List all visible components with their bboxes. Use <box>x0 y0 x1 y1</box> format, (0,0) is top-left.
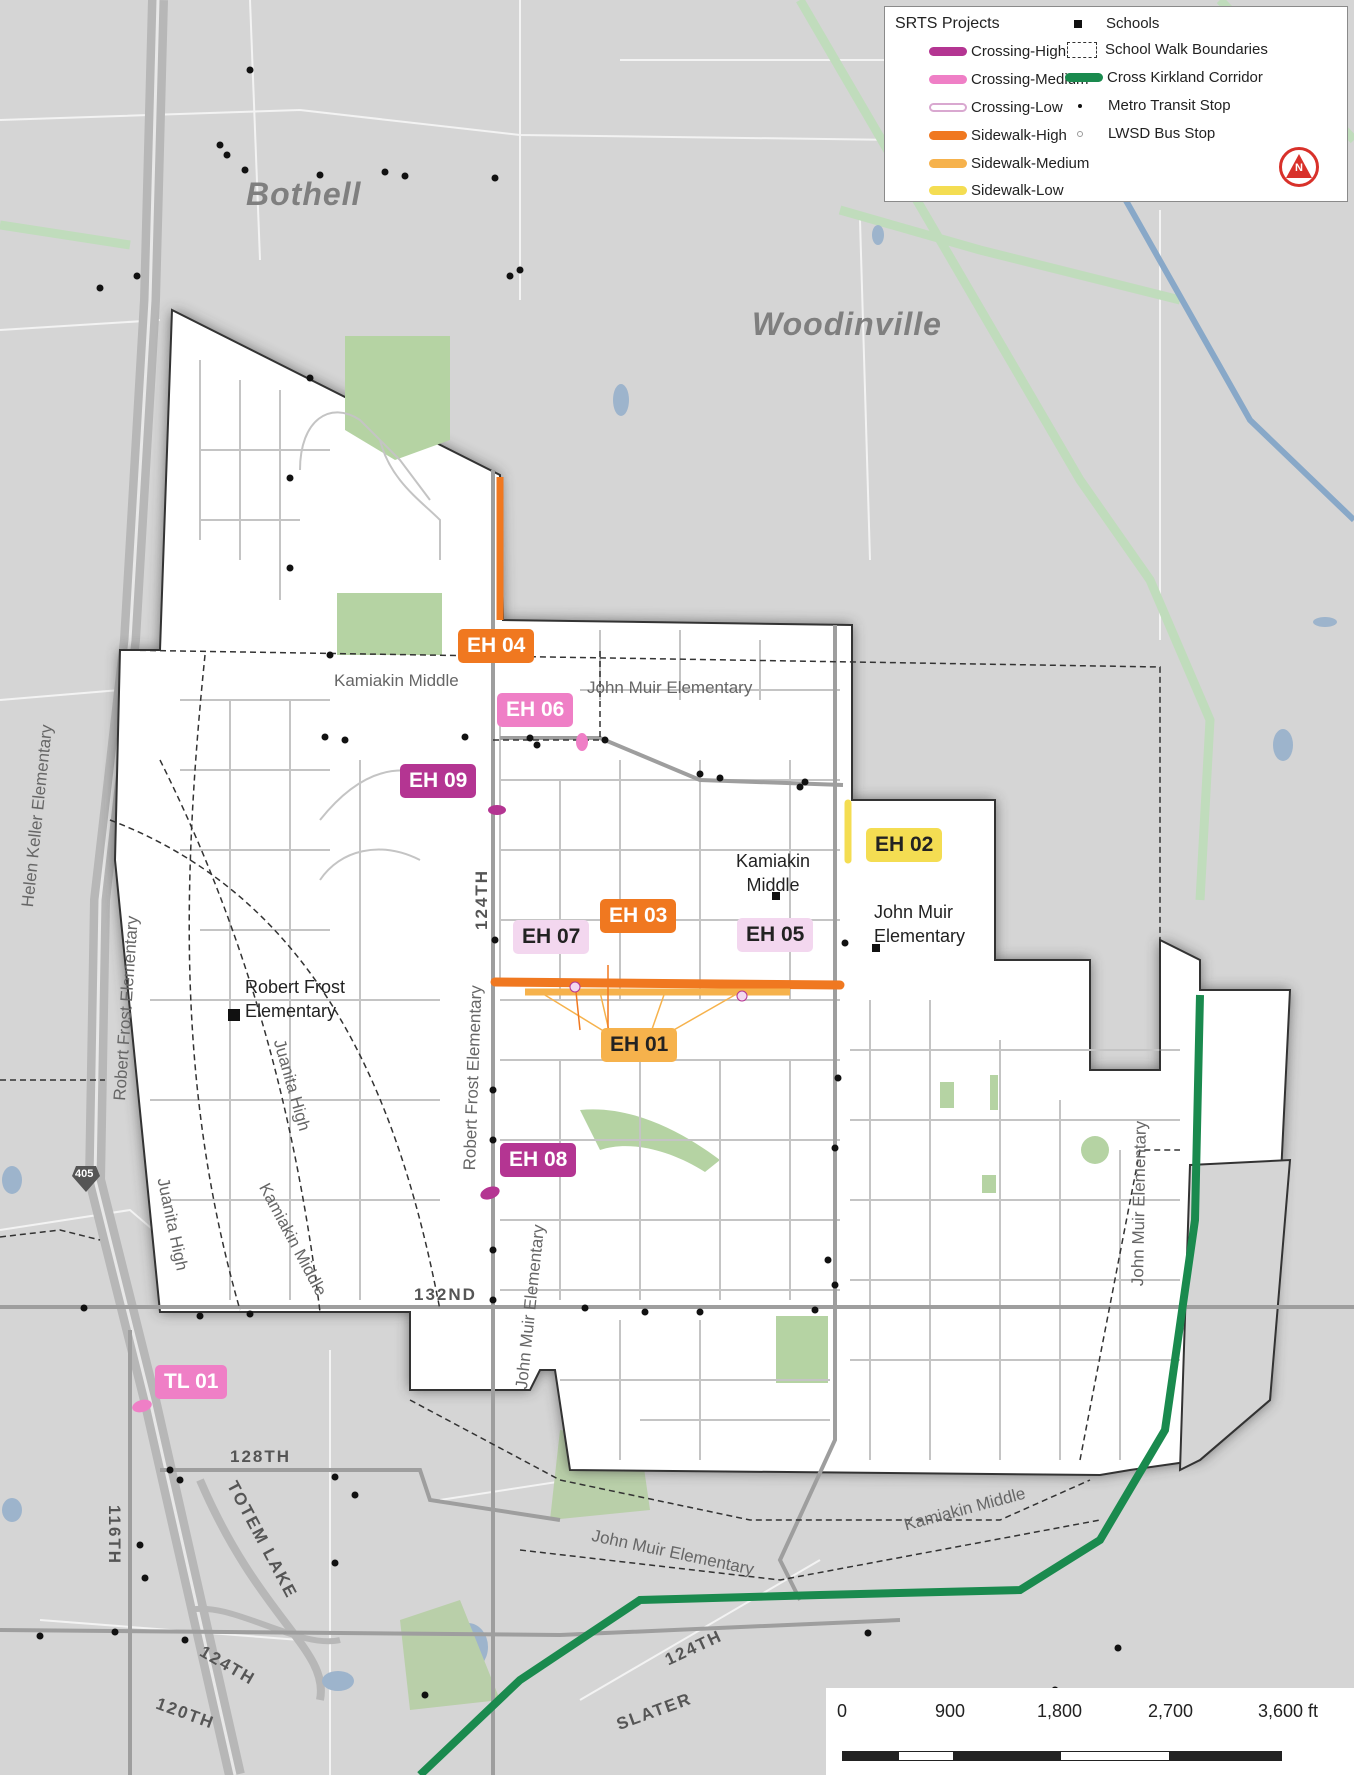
transit-stops <box>36 66 1122 1699</box>
project-label-eh07[interactable]: EH 07 <box>513 920 590 954</box>
scale-label-900: 900 <box>935 1701 966 1721</box>
legend-label: Metro Transit Stop <box>1108 97 1231 114</box>
street-label-116th: 116TH <box>105 1505 124 1566</box>
legend-item-cross-kirkland-corridor: Cross Kirkland Corridor <box>1065 69 1263 86</box>
city-label-bothell: Bothell <box>246 176 362 212</box>
map-legend: SRTS Projects Crossing-High Crossing-Med… <box>884 6 1348 202</box>
shield-label-405: 405 <box>75 1168 94 1180</box>
legend-item-sidewalk-medium: Sidewalk-Medium <box>929 155 1089 172</box>
white-dot-icon <box>1077 130 1083 137</box>
cross-kirkland-corridor <box>417 994 1204 1775</box>
sidewalk-high-swatch-icon <box>929 131 967 140</box>
legend-item-school-walk-boundaries: School Walk Boundaries <box>1067 41 1268 58</box>
legend-item-crossing-medium: Crossing-Medium <box>929 71 1089 88</box>
crossing-high-swatch-icon <box>929 47 967 56</box>
school-label-kamiakin: Kamiakin Middle <box>736 851 811 895</box>
legend-item-lwsd-bus-stop: LWSD Bus Stop <box>1059 125 1215 142</box>
legend-item-crossing-low: Crossing-Low <box>929 99 1063 116</box>
legend-label: Crossing-Low <box>971 99 1063 116</box>
area-notch <box>1178 1158 1292 1472</box>
scale-label-2700: 2,700 <box>1148 1701 1194 1721</box>
scale-segment <box>898 1751 954 1761</box>
scale-label-1800: 1,800 <box>1037 1701 1083 1721</box>
srts-crossings <box>132 733 748 1413</box>
school-label-robert-frost: Robert Frost Elementary <box>245 977 346 1021</box>
legend-item-sidewalk-low: Sidewalk-Low <box>929 182 1064 199</box>
scale-label-0: 0 <box>837 1701 848 1721</box>
street-label-124th-vertical: 124TH <box>472 868 491 930</box>
local-streets <box>150 360 1180 1460</box>
project-label-eh03[interactable]: EH 03 <box>600 899 677 933</box>
legend-label: Cross Kirkland Corridor <box>1107 69 1263 86</box>
scale-label-3600: 3,600 ft <box>1258 1701 1319 1721</box>
school-john-muir-marker <box>872 944 880 952</box>
street-label-132nd: 132ND <box>414 1285 477 1304</box>
scale-segment <box>1060 1751 1170 1761</box>
legend-label: Sidewalk-Medium <box>971 155 1090 172</box>
project-label-eh05[interactable]: EH 05 <box>737 918 814 952</box>
scale-segment <box>954 1751 1060 1761</box>
city-label-woodinville: Woodinville <box>752 306 942 342</box>
project-label-tl01[interactable]: TL 01 <box>155 1365 228 1399</box>
river <box>1117 188 1354 523</box>
legend-item-crossing-high: Crossing-High <box>929 43 1066 60</box>
crossing-low-swatch-icon <box>929 103 967 112</box>
project-label-eh09[interactable]: EH 09 <box>400 764 477 798</box>
legend-label: Sidewalk-Low <box>971 182 1064 199</box>
dot-icon <box>1078 103 1082 108</box>
scale-bar: 0 900 1,800 2,700 3,600 ft <box>826 1688 1354 1775</box>
arterials <box>0 470 1354 1775</box>
srts-segments <box>490 477 852 1036</box>
legend-label: School Walk Boundaries <box>1105 41 1268 58</box>
i-405 <box>84 0 341 1775</box>
crossing-medium-swatch-icon <box>929 75 967 84</box>
corridor-swatch-icon <box>1065 73 1103 82</box>
legend-label: LWSD Bus Stop <box>1108 125 1216 142</box>
legend-label: Crossing-High <box>971 43 1067 60</box>
scale-segment <box>842 1751 898 1761</box>
project-label-eh01[interactable]: EH 01 <box>601 1028 678 1062</box>
project-label-eh08[interactable]: EH 08 <box>500 1143 577 1177</box>
scale-segment <box>1170 1751 1282 1761</box>
sidewalk-low-swatch-icon <box>929 186 967 195</box>
north-arrow-icon: N <box>1279 147 1319 187</box>
school-label-john-muir: John Muir Elementary <box>874 902 966 946</box>
legend-label: Crossing-Medium <box>971 71 1089 88</box>
legend-label: Schools <box>1106 15 1160 32</box>
school-robert-frost-marker <box>228 1009 240 1021</box>
north-label: N <box>1295 162 1303 174</box>
dashed-box-icon <box>1067 41 1097 58</box>
legend-item-schools: Schools <box>1059 15 1159 32</box>
project-label-eh06[interactable]: EH 06 <box>497 693 574 727</box>
legend-item-metro-transit-stop: Metro Transit Stop <box>1059 97 1231 114</box>
street-label-128th: 128TH <box>230 1447 292 1466</box>
square-icon <box>1074 19 1082 28</box>
legend-label: Sidewalk-High <box>971 127 1067 144</box>
project-label-eh04[interactable]: EH 04 <box>458 629 535 663</box>
project-label-eh02[interactable]: EH 02 <box>866 828 943 862</box>
boundary-label-john-muir-top: John Muir Elementary <box>587 678 753 697</box>
boundary-label-kamiakin-top: Kamiakin Middle <box>334 671 459 690</box>
school-kamiakin-marker <box>772 892 780 900</box>
sidewalk-medium-swatch-icon <box>929 159 967 168</box>
legend-item-sidewalk-high: Sidewalk-High <box>929 127 1067 144</box>
boundary-label-john-muir-right: John Muir Elementary <box>1128 1120 1150 1287</box>
legend-title: SRTS Projects <box>895 15 1000 32</box>
i-405-shield <box>72 1166 100 1192</box>
